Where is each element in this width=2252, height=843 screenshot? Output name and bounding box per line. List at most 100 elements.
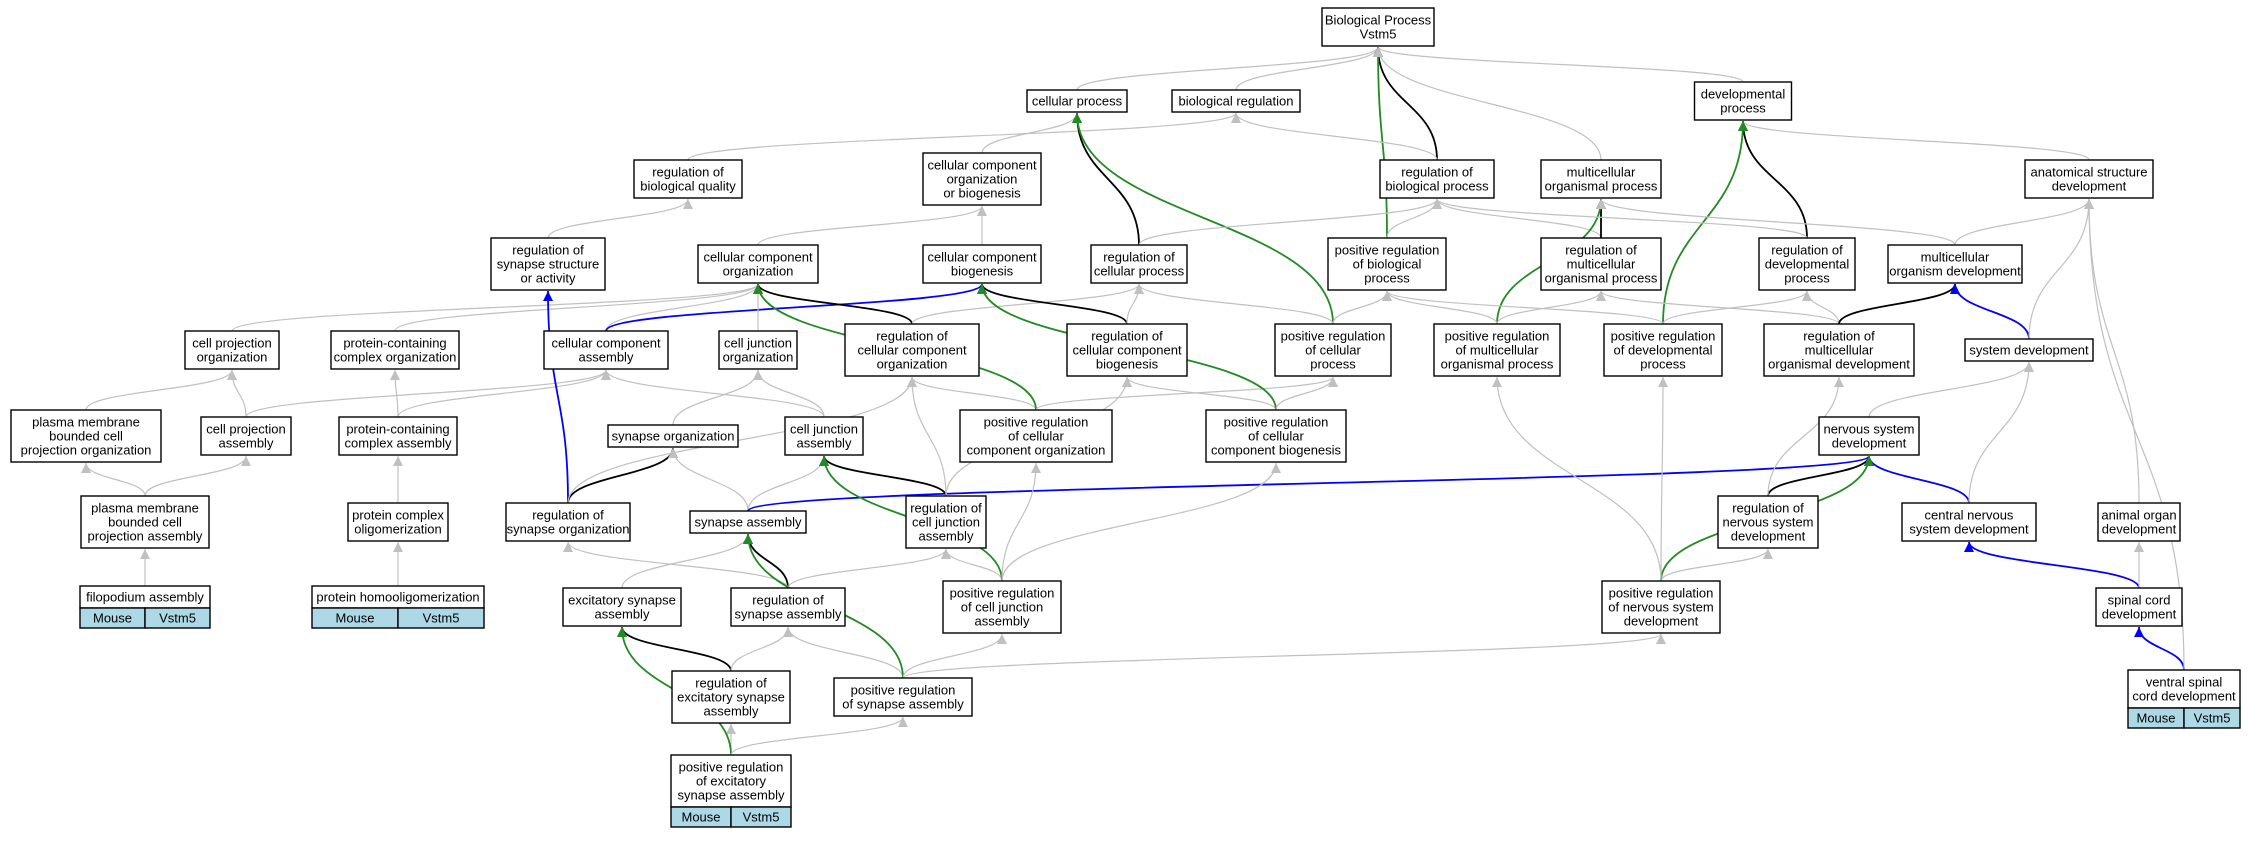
go-node-cp[interactable]: cellular process bbox=[1026, 89, 1128, 113]
node-label-line: cellular component bbox=[1072, 343, 1182, 358]
node-label-line: assembly bbox=[704, 704, 759, 719]
go-node-so[interactable]: synapse organization bbox=[607, 424, 739, 448]
node-label-line: anatomical structure bbox=[2030, 165, 2147, 180]
annotation-species: Mouse bbox=[335, 611, 374, 626]
node-box bbox=[2097, 502, 2181, 542]
node-label-line: biological process bbox=[1385, 179, 1489, 194]
node-label-line: development bbox=[2102, 522, 2177, 537]
go-node-sa[interactable]: synapse assembly bbox=[689, 510, 807, 534]
go-node-sd[interactable]: system development bbox=[1964, 338, 2094, 362]
edge-pmbcpa-to-pmbcpo bbox=[81, 462, 146, 497]
node-label-line: process bbox=[1720, 101, 1766, 116]
node-box bbox=[1026, 89, 1128, 113]
node-label-line: regulation of bbox=[1803, 329, 1875, 344]
node-box bbox=[2024, 159, 2154, 199]
edge-pcca-to-cca bbox=[397, 369, 611, 418]
go-node-br[interactable]: biological regulation bbox=[1171, 89, 1301, 113]
go-node-fa[interactable]: filopodium assembly bbox=[79, 585, 211, 609]
go-node-pho[interactable]: protein homooligomerization bbox=[311, 585, 485, 609]
edge-rnsd-to-nsd bbox=[1767, 455, 1874, 497]
edge-rcco-to-rcp bbox=[911, 283, 1144, 325]
annotation-gene-box bbox=[730, 806, 792, 828]
node-box bbox=[330, 330, 460, 370]
node-label-line: projection assembly bbox=[88, 529, 203, 544]
edge-prsa-to-rsa bbox=[783, 626, 904, 679]
node-label-line: biological regulation bbox=[1179, 94, 1294, 109]
edge-prcp-to-rcp bbox=[1134, 283, 1334, 325]
edge-resa-to-rsa bbox=[730, 626, 793, 672]
edge-cco-to-ccob bbox=[757, 205, 987, 246]
annotation-gene: Vstm5 bbox=[2194, 711, 2231, 726]
node-label-line: excitatory synapse bbox=[677, 690, 785, 705]
node-label-line: regulation of bbox=[1091, 329, 1163, 344]
node-label-line: organism development bbox=[1889, 264, 2021, 279]
node-label-line: positive regulation bbox=[1445, 329, 1550, 344]
node-box bbox=[2095, 587, 2183, 627]
node-box bbox=[1379, 159, 1495, 199]
edge-prsa-to-prcja bbox=[902, 633, 1007, 679]
node-label-line: development bbox=[1624, 614, 1699, 629]
edge-prnsd-to-prmop bbox=[1492, 376, 1662, 582]
edge-sa-to-so bbox=[668, 447, 749, 512]
annotation-gene: Vstm5 bbox=[743, 810, 780, 825]
node-box bbox=[689, 510, 807, 534]
node-box bbox=[80, 495, 210, 549]
node-label-line: ventral spinal bbox=[2146, 675, 2223, 690]
edge-rnsd-to-rmod bbox=[1767, 376, 1844, 497]
node-label-line: organismal process bbox=[1545, 271, 1658, 286]
node-box bbox=[670, 754, 792, 808]
edge-rccb-to-rcp bbox=[1126, 283, 1144, 325]
node-label-line: bounded cell bbox=[108, 515, 182, 530]
node-label-line: excitatory synapse bbox=[568, 593, 676, 608]
